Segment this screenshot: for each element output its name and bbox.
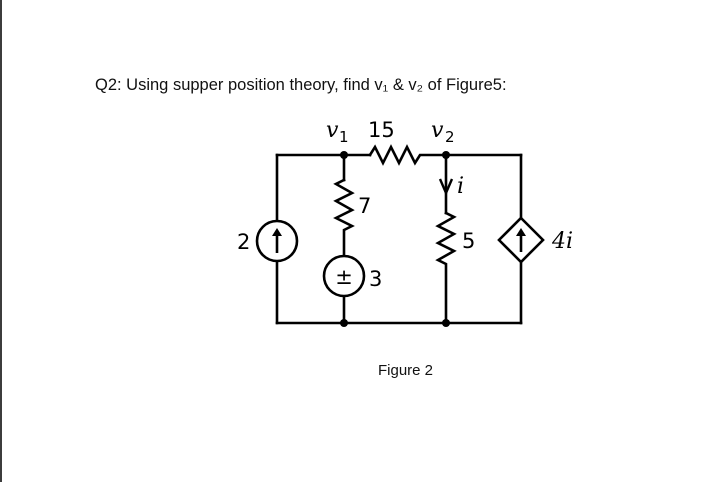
current-i-label: i <box>457 174 464 199</box>
resistor-5 <box>435 211 457 325</box>
node-v2-subscript: 2 <box>445 128 455 146</box>
figure-caption: Figure 2 <box>378 362 434 379</box>
node-v1-subscript: 1 <box>339 128 349 146</box>
resistor-7 <box>333 178 355 258</box>
resistor-15-label: 15 <box>368 118 395 142</box>
node-dot-v2 <box>442 151 450 159</box>
node-v1-label: v <box>326 118 339 143</box>
voltage-source-label: 3 <box>369 267 382 291</box>
question-text: Q2: Using supper position theory, find v… <box>95 76 507 94</box>
dependent-source-label: 4i <box>551 229 573 254</box>
resistor-7-label: 7 <box>358 194 371 218</box>
current-source <box>255 219 299 263</box>
voltage-source: ± <box>322 254 366 298</box>
node-dot-bottom-right <box>442 319 450 327</box>
page-left-border <box>0 0 2 482</box>
node-dot-bottom-left <box>340 319 348 327</box>
resistor-5-label: 5 <box>462 229 475 253</box>
node-v2-label: v <box>431 118 444 143</box>
node-dot-v1 <box>340 151 348 159</box>
resistor-15 <box>368 144 448 166</box>
plus-minus-icon: ± <box>335 265 353 289</box>
current-arrow-icon <box>438 178 454 197</box>
dependent-current-source <box>497 216 545 264</box>
current-source-label: 2 <box>237 230 250 254</box>
